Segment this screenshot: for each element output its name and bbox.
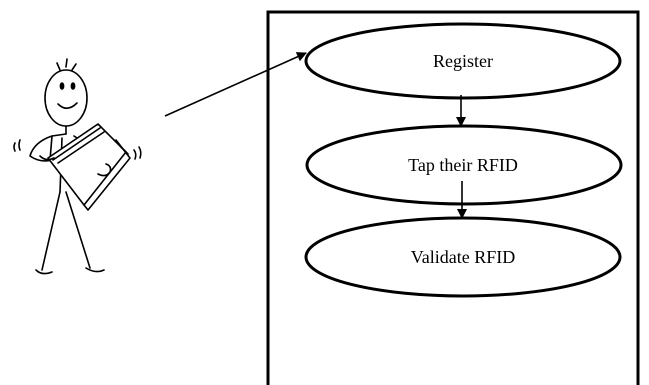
use-case-validate-rfid: Validate RFID: [304, 216, 622, 298]
association-arrow: [164, 52, 307, 117]
system-boundary: [266, 10, 640, 385]
use-case-tap-their-rfid: Tap their RFID: [305, 124, 623, 206]
use-case-register-label: Register: [433, 51, 493, 71]
use-case-tap-their-rfid-label: Tap their RFID: [408, 155, 518, 175]
use-case-validate-rfid-label: Validate RFID: [411, 247, 515, 267]
stick-figure-holding-book-icon: [13, 58, 142, 275]
use-case-register: Register: [304, 22, 622, 100]
